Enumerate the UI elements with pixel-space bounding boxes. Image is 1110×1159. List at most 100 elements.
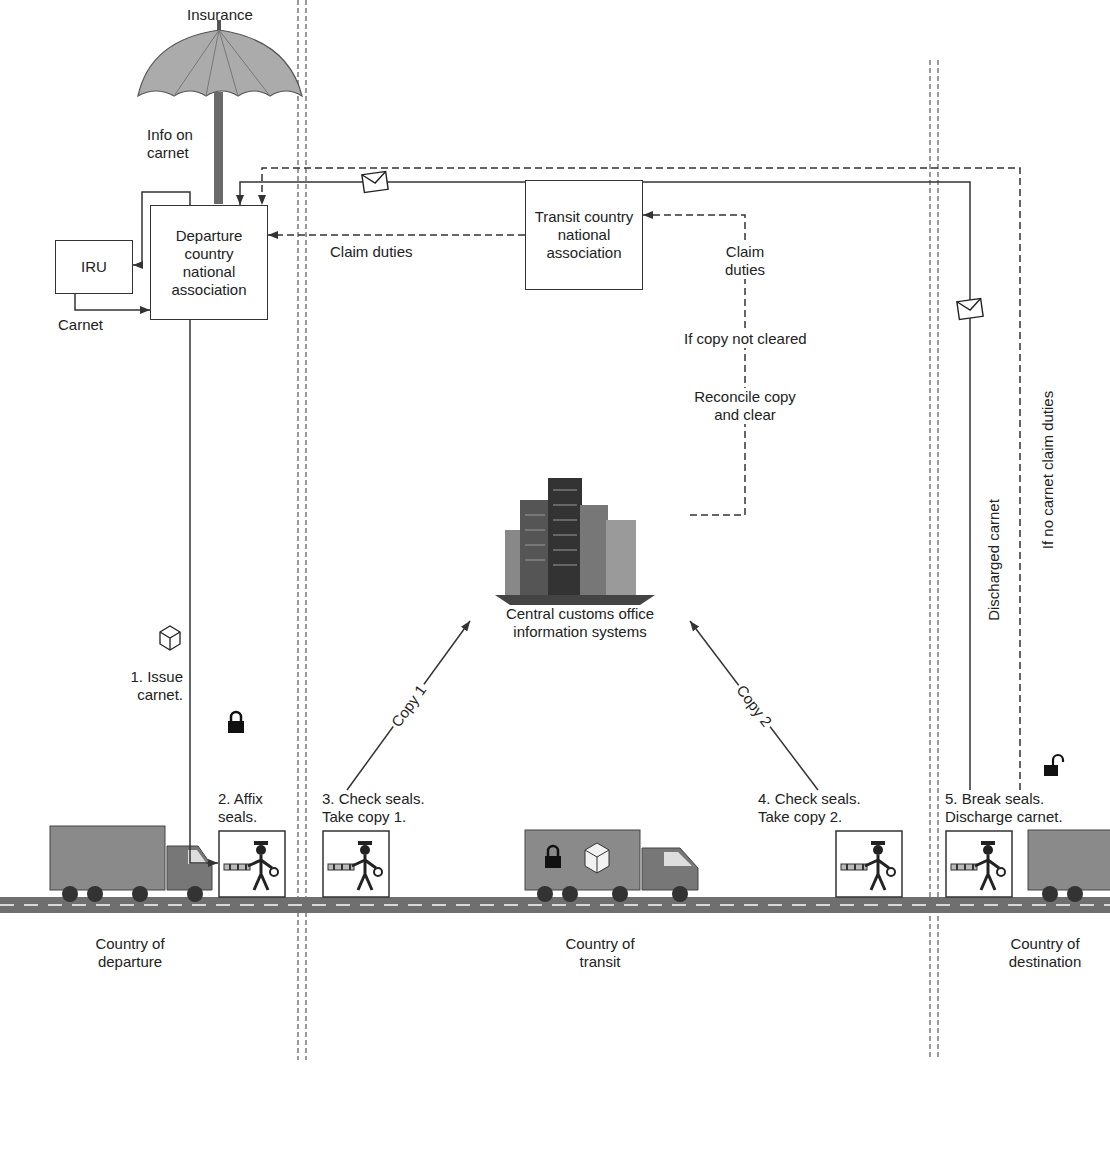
step-caption: 2. Affix seals. [218, 790, 290, 826]
connector-arrow [75, 294, 150, 310]
insurance-umbrella [138, 30, 302, 96]
customs-officer-icon [322, 830, 390, 898]
carnet-box-icon [160, 626, 180, 650]
icon-part [841, 864, 867, 870]
process-note: Reconcile copy and clear [688, 388, 802, 424]
icon-part [847, 864, 863, 870]
icon-part [983, 845, 993, 855]
truck [50, 826, 212, 902]
icon-part [374, 868, 382, 876]
truck [62, 886, 78, 902]
icon-part [873, 845, 883, 855]
node-text: Transit country national association [532, 208, 636, 262]
truck [187, 886, 203, 902]
lock-icon [231, 712, 241, 721]
icon-part [981, 841, 995, 845]
truck [548, 846, 558, 856]
icon-part [334, 864, 350, 870]
customs-building [553, 490, 577, 565]
icon-part [230, 864, 246, 870]
connector-label: 1. Issue carnet. [119, 668, 183, 704]
icon-part [975, 855, 999, 890]
connector-label: Info on carnet [147, 126, 209, 162]
carnet-box-icon [160, 626, 180, 650]
step-caption: 4. Check seals. Take copy 2. [758, 790, 878, 826]
icon-part [865, 855, 889, 890]
connector-label: Claim duties [330, 243, 413, 261]
truck [612, 886, 628, 902]
envelope-icon [957, 298, 982, 311]
truck [585, 843, 609, 873]
envelope-icon [957, 298, 983, 319]
customs-building [548, 478, 582, 595]
process-step: 3. Check seals. Take copy 1. [322, 790, 442, 898]
carnet-box-icon [160, 632, 180, 650]
connector-label: Discharged carnet [985, 497, 1003, 623]
icon-part [219, 831, 285, 897]
connector-arrow [690, 621, 818, 790]
icon-part [328, 864, 354, 870]
connector-label: Copy 1 [386, 679, 431, 731]
insurance-umbrella [214, 92, 223, 204]
envelope-icon [362, 171, 388, 192]
customs-building [525, 515, 545, 560]
truck [585, 850, 609, 873]
truck [642, 848, 698, 890]
icon-part [352, 855, 376, 890]
envelope-icon [362, 171, 388, 192]
iru-box: IRU [55, 240, 133, 294]
customs-building [495, 595, 655, 605]
road [0, 897, 1110, 913]
icon-part [887, 868, 895, 876]
truck [132, 886, 148, 902]
icon-part [254, 841, 268, 845]
lock-icon [228, 712, 244, 733]
envelope-icon [957, 298, 983, 319]
icon-part [360, 845, 370, 855]
icon-part [256, 845, 266, 855]
icon-part [224, 864, 250, 870]
truck [1042, 886, 1058, 902]
process-step: 4. Check seals. Take copy 2. [758, 790, 903, 898]
truck [87, 886, 103, 902]
icon-part [871, 841, 885, 845]
icon-part [997, 868, 1005, 876]
customs-officer-icon [945, 830, 1013, 898]
icon-part [323, 831, 389, 897]
customs-building [495, 478, 655, 605]
step-caption: 3. Check seals. Take copy 1. [322, 790, 440, 826]
process-step: 5. Break seals. Discharge carnet. [945, 790, 1090, 898]
icon-part [946, 831, 1012, 897]
insurance-umbrella [174, 30, 270, 96]
customs-officer-icon [835, 830, 903, 898]
icon-part [836, 831, 902, 897]
envelope-icon [362, 171, 387, 184]
node-text: IRU [81, 258, 107, 276]
insurance-umbrella [138, 20, 302, 204]
connector-arrow [190, 320, 218, 863]
step-caption: 5. Break seals. Discharge carnet. [945, 790, 1090, 826]
lock-icon [228, 721, 244, 733]
customs-officer-icon [218, 830, 286, 898]
association-box: Departure country national association [150, 205, 268, 320]
open-lock-icon [1044, 755, 1063, 776]
connector-arrow [347, 621, 470, 790]
process-step: 2. Affix seals. [218, 790, 293, 898]
insurance-label: Insurance [187, 6, 253, 24]
icon-part [358, 841, 372, 845]
country-label: Country of transit [545, 935, 655, 971]
customs-building [580, 505, 608, 595]
customs-building [606, 520, 636, 595]
node-text: Central customs office information syste… [470, 605, 690, 641]
customs-building [520, 500, 550, 595]
road [0, 904, 1110, 906]
truck [672, 886, 688, 902]
condition-note: If copy not cleared [682, 330, 809, 348]
connector-label: Copy 2 [731, 680, 776, 732]
association-box: Transit country national association [525, 180, 643, 290]
icon-part [951, 864, 977, 870]
truck [525, 830, 698, 902]
